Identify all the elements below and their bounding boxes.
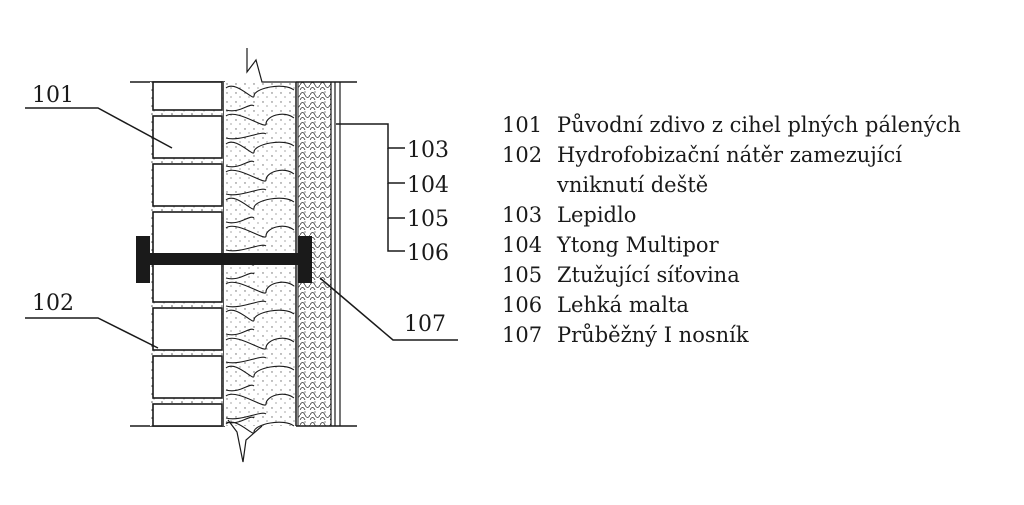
callout-103: 103 <box>407 138 449 163</box>
callout-104: 104 <box>407 173 449 198</box>
insulation-cell <box>225 225 295 252</box>
i-beam <box>136 236 312 283</box>
insulation-cell <box>225 169 295 196</box>
insulation-cell <box>225 365 295 392</box>
legend-text: Původní zdivo z cihel plných pálených <box>557 113 961 137</box>
legend-number: 102 <box>502 143 543 167</box>
legend-number: 101 <box>502 113 543 137</box>
legend-item-106: 106 Lehká malta <box>502 290 1017 320</box>
legend-item-102: 102 Hydrofobizační nátěr zamezující vnik… <box>502 140 1017 200</box>
callout-101: 101 <box>32 83 74 108</box>
brick <box>152 163 223 207</box>
brick <box>152 355 223 399</box>
legend-text: Ztužující síťovina <box>557 263 740 287</box>
legend-number: 103 <box>502 203 543 227</box>
insulation-cell <box>225 85 295 112</box>
legend-item-103: 103 Lepidlo <box>502 200 1017 230</box>
brick <box>152 403 223 427</box>
legend-item-107: 107 Průběžný I nosník <box>502 320 1017 350</box>
brick <box>152 307 223 351</box>
legend-item-104: 104 Ytong Multipor <box>502 230 1017 260</box>
legend-text: Průběžný I nosník <box>557 323 749 347</box>
brick <box>152 115 223 159</box>
legend-number: 105 <box>502 263 543 287</box>
insulation-cell <box>225 393 295 420</box>
brick <box>152 259 223 303</box>
insulation-cell <box>225 113 295 140</box>
callout-106: 106 <box>407 241 449 266</box>
legend-text: Hydrofobizační nátěr zamezující vniknutí… <box>557 143 902 197</box>
legend-text: Lepidlo <box>557 203 637 227</box>
legend-item-101: 101 Původní zdivo z cihel plných pálenýc… <box>502 110 1017 140</box>
legend-text: Lehká malta <box>557 293 689 317</box>
insulation-cell <box>225 197 295 224</box>
break-lines <box>227 48 296 463</box>
legend-item-105: 105 Ztužující síťovina <box>502 260 1017 290</box>
callout-102: 102 <box>32 291 74 316</box>
brick <box>152 81 223 111</box>
legend-number: 106 <box>502 293 543 317</box>
brick <box>152 211 223 255</box>
insulation-cell <box>225 309 295 336</box>
light-render-layer <box>296 81 357 427</box>
insulation-cell <box>225 141 295 168</box>
legend-number: 107 <box>502 323 543 347</box>
callout-105: 105 <box>407 207 449 232</box>
insulation-cell <box>225 281 295 308</box>
legend-text: Ytong Multipor <box>557 233 719 257</box>
leader-lines <box>25 107 458 349</box>
insulation-cell <box>225 337 295 364</box>
legend-number: 104 <box>502 233 543 257</box>
legend: 101 Původní zdivo z cihel plných pálenýc… <box>502 110 1017 350</box>
callout-107: 107 <box>404 312 446 337</box>
